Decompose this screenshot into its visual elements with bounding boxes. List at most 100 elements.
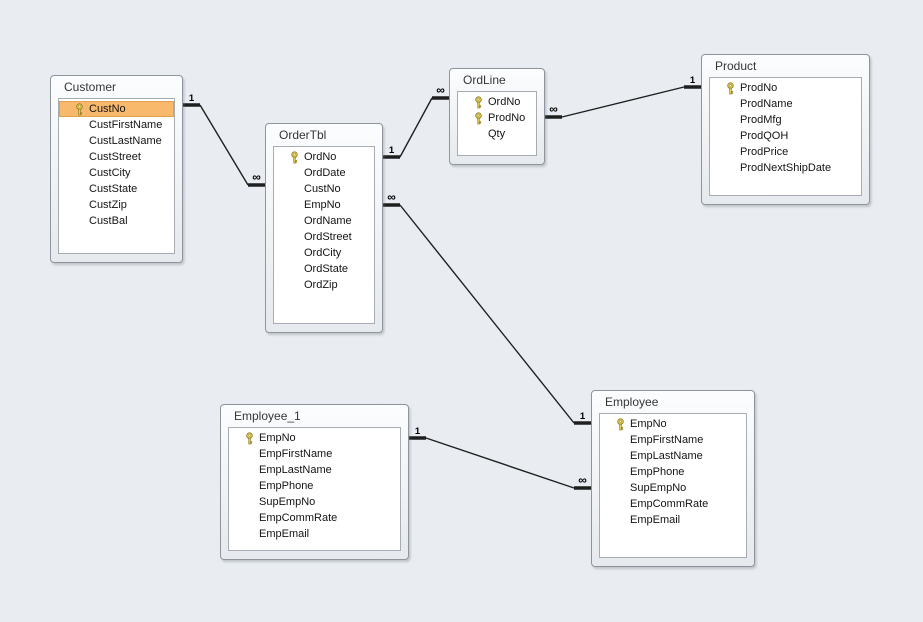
field-row[interactable]: EmpFirstName bbox=[600, 432, 746, 448]
field-row[interactable]: ProdName bbox=[710, 96, 861, 112]
relationship-line-segment[interactable] bbox=[399, 204, 575, 424]
field-row[interactable]: EmpNo bbox=[229, 430, 400, 446]
field-row[interactable]: CustZip bbox=[59, 197, 174, 213]
cardinality-many-label: ∞ bbox=[387, 190, 396, 204]
field-row[interactable]: SupEmpNo bbox=[229, 494, 400, 510]
field-row[interactable]: CustBal bbox=[59, 213, 174, 229]
relationship-ordertbl-employee[interactable]: ∞1 bbox=[383, 190, 591, 425]
field-row[interactable]: ProdNextShipDate bbox=[710, 160, 861, 176]
relationship-ordertbl-ordline[interactable]: 1∞ bbox=[383, 83, 449, 159]
cardinality-one-label: 1 bbox=[690, 75, 696, 86]
entity-title: Customer bbox=[64, 80, 117, 94]
field-row[interactable]: SupEmpNo bbox=[600, 480, 746, 496]
field-label: EmpCommRate bbox=[630, 498, 709, 510]
field-label: OrdZip bbox=[304, 279, 338, 291]
field-label: ProdNextShipDate bbox=[740, 162, 832, 174]
field-row[interactable]: OrdName bbox=[274, 213, 374, 229]
field-label: CustStreet bbox=[89, 151, 141, 163]
field-row[interactable]: OrdZip bbox=[274, 277, 374, 293]
field-row[interactable]: EmpEmail bbox=[600, 512, 746, 528]
cardinality-many-label: ∞ bbox=[578, 473, 587, 487]
primary-key-icon bbox=[727, 82, 734, 95]
field-label: CustNo bbox=[304, 183, 341, 195]
field-row[interactable]: EmpEmail bbox=[229, 526, 400, 542]
relationship-customer-ordertbl[interactable]: 1∞ bbox=[183, 93, 265, 187]
cardinality-one-label: 1 bbox=[189, 93, 195, 104]
field-row[interactable]: EmpNo bbox=[274, 197, 374, 213]
field-row[interactable]: EmpPhone bbox=[229, 478, 400, 494]
field-label: OrdState bbox=[304, 263, 349, 275]
relationship-line-segment[interactable] bbox=[399, 97, 433, 158]
field-label: OrdStreet bbox=[304, 231, 352, 243]
relationship-employee_1-employee[interactable]: 1∞ bbox=[409, 426, 591, 490]
field-row[interactable]: EmpLastName bbox=[600, 448, 746, 464]
field-row[interactable]: CustFirstName bbox=[59, 117, 174, 133]
field-row[interactable]: ProdMfg bbox=[710, 112, 861, 128]
field-label: CustBal bbox=[89, 215, 128, 227]
cardinality-one-label: 1 bbox=[580, 411, 586, 422]
field-row[interactable]: ProdQOH bbox=[710, 128, 861, 144]
field-label: ProdQOH bbox=[740, 130, 789, 142]
field-row[interactable]: CustState bbox=[59, 181, 174, 197]
field-label: EmpLastName bbox=[259, 464, 332, 476]
field-label: CustNo bbox=[89, 103, 126, 115]
field-label: EmpCommRate bbox=[259, 512, 338, 524]
field-label: ProdPrice bbox=[740, 146, 789, 158]
field-row[interactable]: OrdStreet bbox=[274, 229, 374, 245]
field-label: OrdNo bbox=[488, 96, 521, 108]
field-row[interactable]: CustNo bbox=[59, 101, 174, 117]
field-row[interactable]: EmpNo bbox=[600, 416, 746, 432]
field-label: ProdName bbox=[740, 98, 793, 110]
relationship-ordline-product[interactable]: ∞1 bbox=[545, 75, 701, 119]
field-label: ProdMfg bbox=[740, 114, 782, 126]
field-label: EmpEmail bbox=[630, 514, 681, 526]
primary-key-icon bbox=[475, 112, 482, 125]
field-row[interactable]: ProdNo bbox=[710, 80, 861, 96]
field-row[interactable]: EmpLastName bbox=[229, 462, 400, 478]
field-row[interactable]: ProdNo bbox=[458, 110, 536, 126]
relationship-line-segment[interactable] bbox=[425, 437, 575, 489]
field-row[interactable]: EmpPhone bbox=[600, 464, 746, 480]
field-label: OrdName bbox=[304, 215, 352, 227]
field-row[interactable]: CustNo bbox=[274, 181, 374, 197]
field-row[interactable]: CustCity bbox=[59, 165, 174, 181]
relationship-line-segment[interactable] bbox=[199, 104, 249, 186]
field-label: EmpEmail bbox=[259, 528, 310, 540]
field-label: EmpPhone bbox=[259, 480, 314, 492]
field-label: EmpNo bbox=[304, 199, 341, 211]
field-row[interactable]: CustStreet bbox=[59, 149, 174, 165]
field-label: OrdDate bbox=[304, 167, 346, 179]
field-row[interactable]: OrdCity bbox=[274, 245, 374, 261]
field-label: SupEmpNo bbox=[259, 496, 316, 508]
field-row[interactable]: EmpCommRate bbox=[229, 510, 400, 526]
field-row[interactable]: Qty bbox=[458, 126, 536, 142]
field-label: ProdNo bbox=[488, 112, 526, 124]
field-row[interactable]: OrdState bbox=[274, 261, 374, 277]
field-row[interactable]: CustLastName bbox=[59, 133, 174, 149]
field-row[interactable]: OrdNo bbox=[458, 94, 536, 110]
relationship-line-segment[interactable] bbox=[561, 86, 685, 118]
field-label: ProdNo bbox=[740, 82, 778, 94]
field-label: CustZip bbox=[89, 199, 127, 211]
cardinality-many-label: ∞ bbox=[549, 102, 558, 116]
field-label: EmpNo bbox=[630, 418, 667, 430]
primary-key-icon bbox=[617, 418, 624, 431]
field-label: EmpFirstName bbox=[259, 448, 333, 460]
field-row[interactable]: EmpFirstName bbox=[229, 446, 400, 462]
field-row[interactable]: OrdNo bbox=[274, 149, 374, 165]
field-row[interactable]: OrdDate bbox=[274, 165, 374, 181]
field-row[interactable]: EmpCommRate bbox=[600, 496, 746, 512]
field-label: SupEmpNo bbox=[630, 482, 687, 494]
field-row[interactable]: ProdPrice bbox=[710, 144, 861, 160]
field-label: OrdCity bbox=[304, 247, 342, 259]
